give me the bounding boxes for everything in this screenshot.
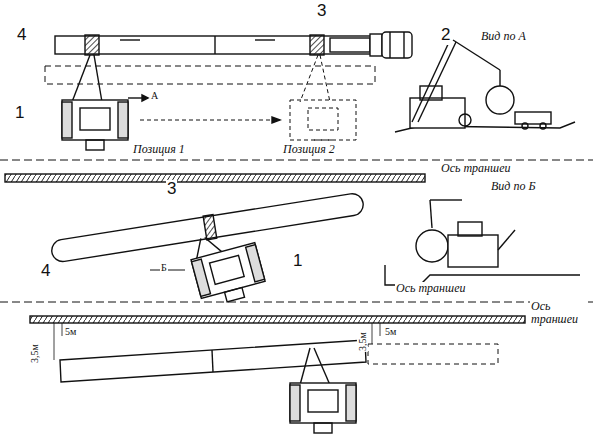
pipe-bottom [54,323,498,382]
label: 5м [64,326,77,337]
label: Б [160,262,168,273]
trench-axis [5,174,425,182]
trench-axis [30,316,525,323]
callout-number: 2 [440,26,451,45]
callout-number: 4 [16,26,27,45]
label: А [150,90,159,101]
label: Ось траншеи [530,300,588,326]
callout-number: 4 [40,262,51,281]
callout-number: 3 [316,2,327,21]
truck-2 [330,32,412,58]
label: Позиция 2 [282,143,336,156]
separator [0,302,593,303]
label: Вид по А [480,30,527,43]
pipe-middle [50,191,365,264]
callout-number: 1 [292,252,303,271]
label: Ось траншеи [395,282,466,295]
move-arrow [272,117,280,123]
label: Позиция 1 [132,143,186,156]
label: Вид по Б [490,180,536,193]
view-a [395,40,575,132]
view-b [385,200,580,285]
callout-number: 3 [166,180,177,199]
separator [0,160,593,161]
label: 5м [384,326,397,337]
label: 3,5м [29,343,40,364]
callout-number: 1 [14,104,25,123]
pipelayer-pos1 [62,55,148,150]
pipelayer-bottom [290,348,356,433]
label: 3,5м [357,331,368,352]
pipelayer-middle [186,225,267,308]
label: Ось траншеи [440,162,511,175]
pipelayer-pos2 [140,55,356,150]
